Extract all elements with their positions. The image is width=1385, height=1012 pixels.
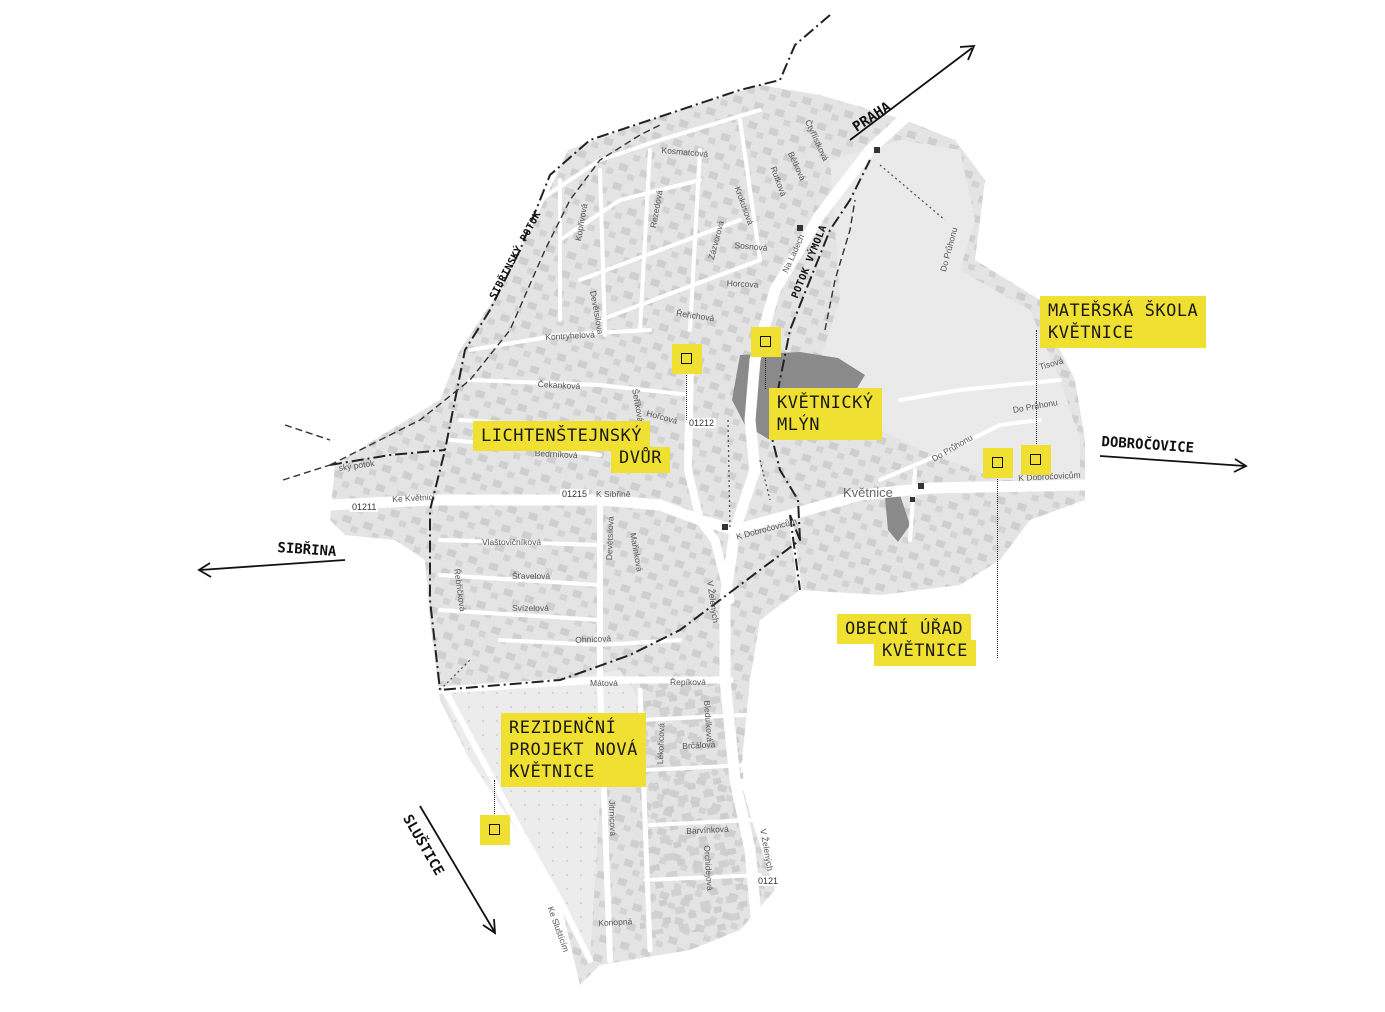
arrow-dobrocovice [1099,455,1248,473]
street-label-brcalova: Brčálová [682,739,716,751]
direction-arrows [197,44,1248,935]
south-blocks [640,680,770,935]
callout-line: PROJEKT NOVÁ [509,740,638,760]
street-label-devetsilova: Devětsilová [604,516,616,561]
streams [282,124,856,481]
cadastral-boundary [329,14,871,692]
street-label-lekoricova: Lékořicová [655,722,667,765]
vymola-line [824,199,856,331]
callout-lichtenstejnsky-dvur: LICHTENŠTEJNSKÝ [473,421,651,451]
callout-line: KVĚTNICE [1048,323,1134,343]
callout-obecni-urad-line2: KVĚTNICE [874,640,976,666]
road-number-01211: 01211 [350,502,379,512]
leader-line-rezidencni [494,780,495,826]
location-marker-kvetnicky[interactable] [751,327,781,357]
boundary-west-spur [329,449,446,466]
north-cross-streets [558,118,762,337]
road-devetsilova [597,497,613,963]
location-marker-lichtenstejnsky[interactable] [672,344,702,374]
location-marker-obecni[interactable] [983,448,1013,478]
central-streets [448,328,692,457]
pond-small [885,495,910,542]
street-label-vlastovicnikova: Vlaštovičníková [482,537,542,547]
road-number-01215: 01215 [560,489,590,499]
footpaths [439,164,946,691]
east-streets [878,378,1062,482]
street-label-svizelova: Svízelová [512,603,549,613]
sw-streets [438,538,682,647]
place-name-kvetnice: Květnice [843,485,893,500]
street-label-konopna: Konopná [598,916,633,928]
bus-stop-east-2 [910,497,915,502]
callout-materska-skola: MATEŘSKÁ ŠKOLA KVĚTNICE [1040,296,1207,348]
main-road-north-south [719,84,941,966]
location-marker-rezidencni[interactable] [480,815,510,845]
road-junction [695,515,735,605]
leader-line-lichtenstejnsky [686,366,687,420]
boundary-west [429,14,831,692]
street-label-ohnicova: Ohnicová [575,633,612,645]
east-fields [820,140,1080,480]
street-label-jitrnicova: Jitrnicová [607,800,619,837]
road-number-0121: 0121 [756,876,781,886]
road-number-01212: 01212 [687,418,717,428]
callout-line: REZIDENČNÍ [509,718,617,738]
callout-line: KVĚTNICE [509,762,595,782]
paths [439,164,946,691]
location-marker-materska[interactable] [1021,445,1051,475]
bus-stop-east [918,483,924,489]
north-streets [538,108,762,322]
street-label-k-sibrine: K Sibřině [596,489,631,499]
callout-line: OBECNÍ ÚŘAD [845,619,964,639]
callout-line: MLÝN [777,415,820,435]
sibrinsky-potok-line [282,124,661,481]
callout-line: KVĚTNICKÝ [777,393,874,413]
south-streets [638,713,762,882]
boundary-east-inner [768,159,871,591]
callout-line: MATEŘSKÁ ŠKOLA [1048,301,1199,321]
arrow-sibrina [197,559,346,578]
street-label-cekankova: Čekanková [537,379,581,392]
bus-stop-north [874,147,880,153]
callout-kvetnicky-mlyn: KVĚTNICKÝ MLÝN [769,388,882,440]
bus-stops [722,147,924,530]
callout-lichtenstejnsky-dvur-line2: DVŮR [611,447,670,473]
east-cross-streets [788,468,917,592]
street-label-stavelova: Šťavelová [512,571,551,581]
street-label-horcova: Horcova [726,278,759,290]
leader-line-obecni [997,472,998,658]
callout-line: KVĚTNICE [882,641,968,661]
street-label-matova: Mátová [590,678,618,688]
leader-line-kvetnicky [765,349,766,389]
bus-stop-center [722,524,728,530]
road-slustice [442,687,593,963]
arrow-praha [849,44,976,141]
bus-stop-na-ladech [797,225,803,231]
callout-line: LICHTENŠTEJNSKÝ [481,426,643,446]
callout-obecni-urad: OBECNÍ ÚŘAD [837,614,972,644]
callout-rezidencni-projekt: REZIDENČNÍ PROJEKT NOVÁ KVĚTNICE [501,713,646,787]
street-label-repikova: Řepíková [670,677,706,687]
callout-line: DVŮR [619,448,662,468]
leader-line-materska [1036,330,1037,452]
arrow-slustice [419,805,497,935]
